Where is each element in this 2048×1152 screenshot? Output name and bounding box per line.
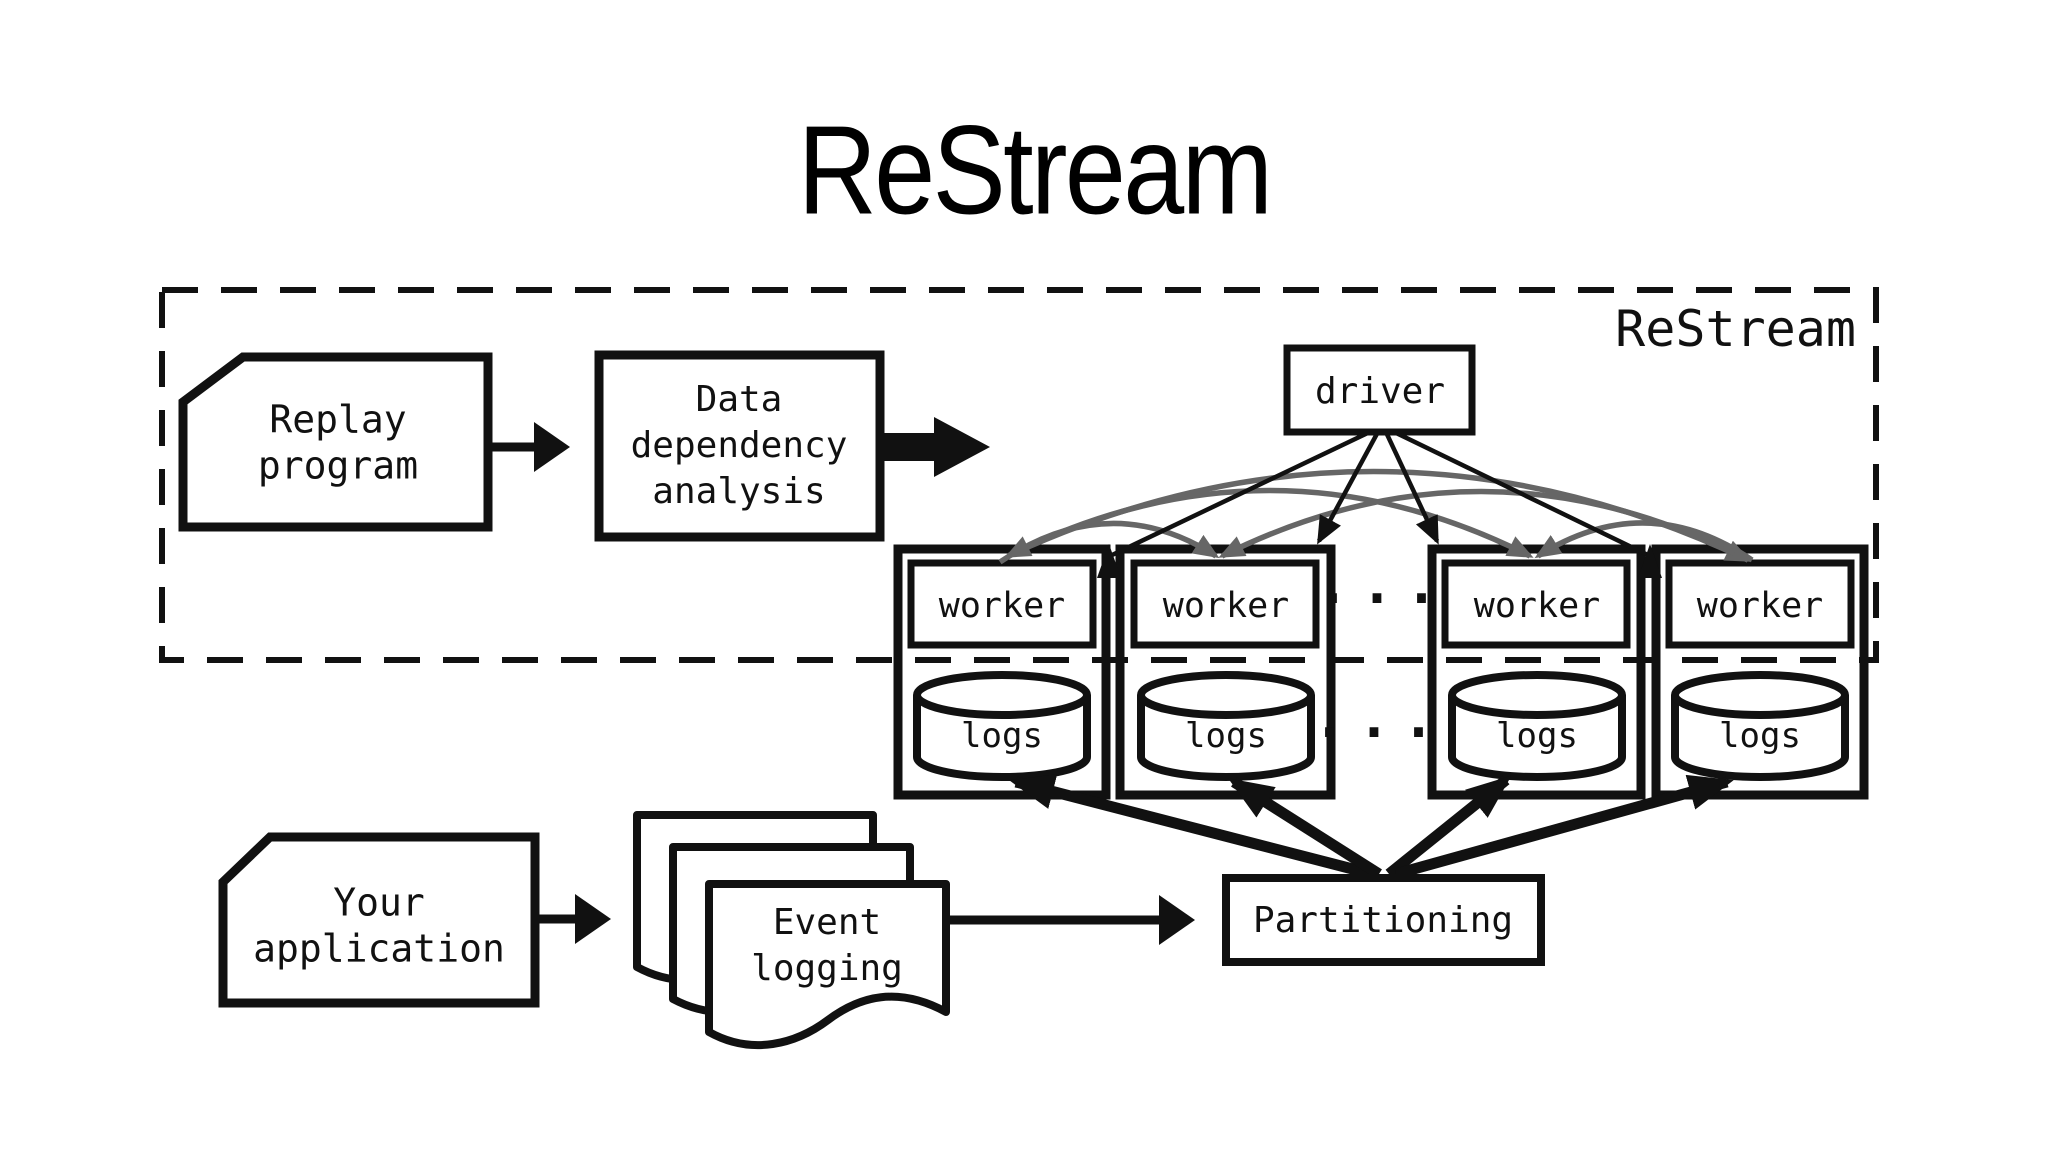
application-label: Your application xyxy=(253,880,505,970)
logs-ellipsis: ... xyxy=(1313,687,1447,750)
driver-link-worker-1 xyxy=(1109,427,1375,559)
driver-link-worker-2 xyxy=(1317,428,1381,545)
analysis-label: Data dependency analysis xyxy=(630,378,848,513)
event-log-document-front xyxy=(705,880,950,1049)
worker-label-2: worker xyxy=(1162,586,1290,626)
worker-arc-1-2 xyxy=(998,520,1220,565)
driver-label: driver xyxy=(1314,370,1446,412)
worker-box-1 xyxy=(907,559,1097,649)
logs-label-2: logs xyxy=(1185,716,1267,756)
logs-cylinder-2 xyxy=(1137,671,1315,781)
up-arrowhead-worker-1 xyxy=(1097,544,1121,578)
worker-box-4 xyxy=(1665,559,1855,649)
worker-box-3 xyxy=(1441,559,1631,649)
worker-ellipsis: ... xyxy=(1316,553,1450,616)
partitioning-label: Partitioning xyxy=(1252,899,1514,941)
logs-label-3: logs xyxy=(1496,716,1578,756)
arrow-partitioning-logs-2 xyxy=(1228,777,1382,879)
driver-link-worker-4 xyxy=(1389,427,1651,559)
worker-communication-arcs xyxy=(998,468,1754,565)
driver-worker-links xyxy=(1109,427,1651,559)
worker-arc-3-4 xyxy=(1534,520,1754,563)
logs-cylinder-4 xyxy=(1671,671,1849,781)
replay-program-label: Replay program xyxy=(257,397,419,487)
fat-arrow-analysis-to-cluster xyxy=(884,417,990,477)
driver-link-worker-3 xyxy=(1382,429,1440,545)
partitioning-box xyxy=(1222,874,1545,966)
logs-cylinder-3 xyxy=(1448,671,1626,781)
frame-label: ReStream xyxy=(1615,300,1856,358)
page-title: ReStream xyxy=(797,99,1273,241)
worker-box-2 xyxy=(1130,559,1320,649)
driver-box xyxy=(1283,344,1476,436)
logs-label-1: logs xyxy=(961,716,1043,756)
worker-label-1: worker xyxy=(938,586,1066,626)
worker-label-3: worker xyxy=(1473,586,1601,626)
arrow-partitioning-logs-3 xyxy=(1385,775,1512,879)
logs-label-4: logs xyxy=(1719,716,1801,756)
application-box xyxy=(218,832,540,1008)
event-logging-label: Event logging xyxy=(751,901,903,989)
partitioning-to-logs-arrows xyxy=(1009,774,1734,880)
replay-program-box xyxy=(178,352,493,532)
restream-frame-border xyxy=(159,287,1879,663)
logs-cylinder-1 xyxy=(913,671,1091,781)
worker-label-4: worker xyxy=(1696,586,1824,626)
arrow-partitioning-logs-1 xyxy=(1009,774,1374,880)
analysis-box xyxy=(594,350,885,542)
arrow-partitioning-logs-4 xyxy=(1394,774,1734,880)
up-arrowhead-worker-4 xyxy=(1638,544,1662,578)
